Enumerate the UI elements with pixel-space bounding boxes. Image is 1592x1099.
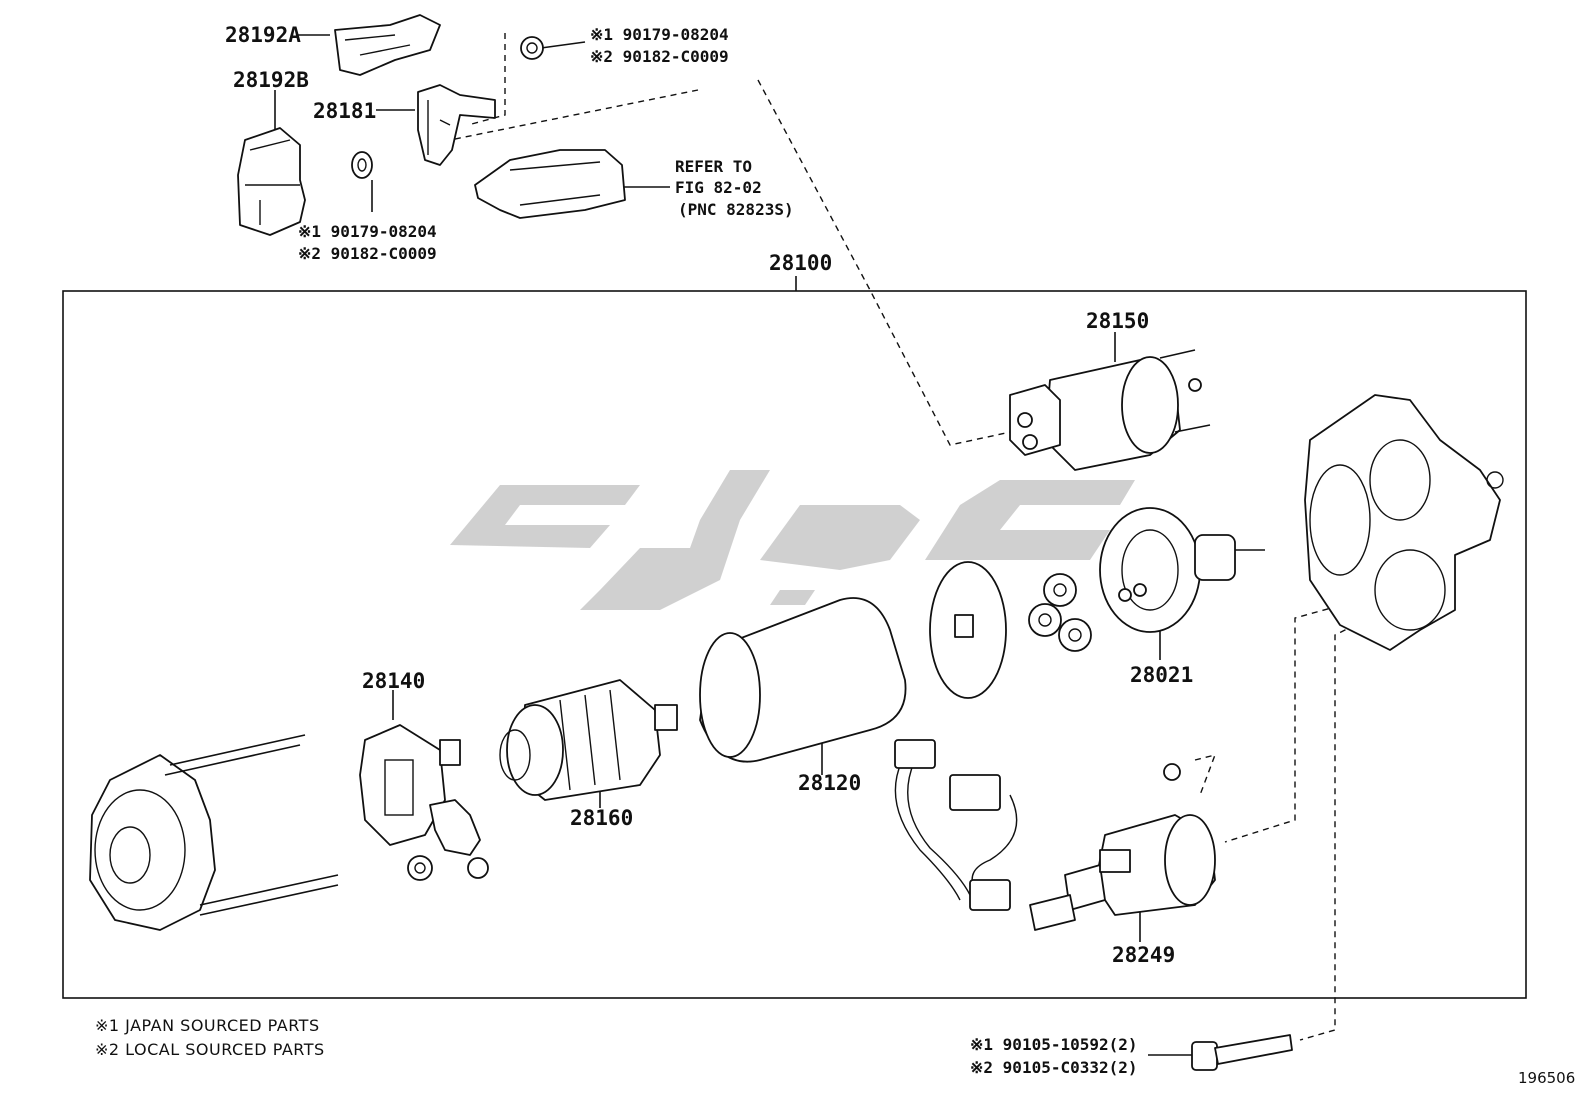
nut-top-part (520, 36, 544, 60)
armature-28160-part (499, 679, 678, 801)
figure-number: 196506 (1518, 1069, 1575, 1087)
label-28192b: 28192B (233, 68, 309, 92)
washer-plate-part (929, 561, 1007, 699)
label-28181: 28181 (313, 99, 376, 123)
wire-harness-part (894, 739, 1018, 911)
cover-28192b-part (237, 127, 306, 236)
note-bolt-1: ※1 90105-10592(2) (970, 1035, 1138, 1054)
brush-holder-28140-part (359, 724, 481, 856)
note-nut-left-1: ※1 90179-08204 (298, 222, 437, 241)
label-28021: 28021 (1130, 663, 1193, 687)
bracket-28181-part (417, 84, 496, 166)
clip-28192a-part (334, 14, 441, 76)
end-frame-part (89, 734, 339, 931)
refer-to-line3: (PNC 82823S) (678, 200, 794, 219)
yoke-28120-part (699, 597, 907, 763)
magnetic-switch-28249-part (1029, 763, 1216, 931)
label-28249: 28249 (1112, 943, 1175, 967)
label-28100: 28100 (769, 251, 832, 275)
legend-japan-sourced: ※1 JAPAN SOURCED PARTS (95, 1016, 320, 1035)
note-nut-top-2: ※2 90182-C0009 (590, 47, 729, 66)
label-28120: 28120 (798, 771, 861, 795)
note-nut-top-1: ※1 90179-08204 (590, 25, 729, 44)
drive-housing-part (1304, 394, 1504, 651)
terminal-cover-part (474, 149, 626, 219)
label-28140: 28140 (362, 669, 425, 693)
refer-to-line2: FIG 82-02 (675, 178, 762, 197)
small-nut-part (407, 855, 489, 881)
label-28150: 28150 (1086, 309, 1149, 333)
label-28192a: 28192A (225, 23, 301, 47)
legend-local-sourced: ※2 LOCAL SOURCED PARTS (95, 1040, 325, 1059)
nut-left-part (351, 151, 373, 179)
assembly-frame (62, 290, 1527, 999)
planetary-gears-part (1028, 573, 1092, 652)
refer-to-line1: REFER TO (675, 157, 752, 176)
magnetic-switch-28150-part (1009, 349, 1211, 471)
label-28160: 28160 (570, 806, 633, 830)
clutch-28021-part (1099, 507, 1265, 633)
through-bolt-part (1191, 1034, 1293, 1071)
note-nut-left-2: ※2 90182-C0009 (298, 244, 437, 263)
note-bolt-2: ※2 90105-C0332(2) (970, 1058, 1138, 1077)
watermark-logo (450, 470, 1135, 610)
